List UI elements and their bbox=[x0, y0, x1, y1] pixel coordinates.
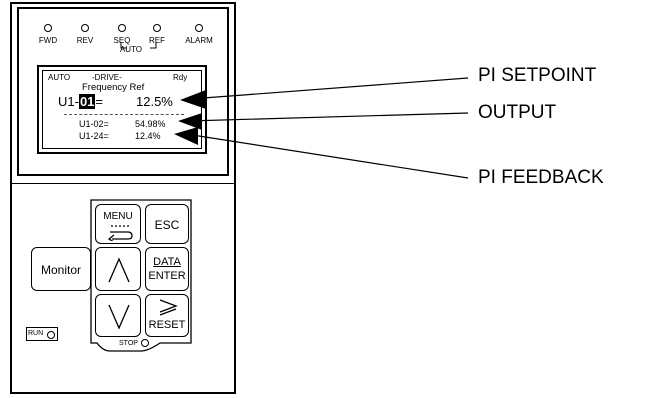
stop-led bbox=[141, 339, 149, 347]
monitor-key-label: Monitor bbox=[40, 263, 81, 277]
output-callout: OUTPUT bbox=[478, 102, 557, 123]
lcd-cursor: 01 bbox=[78, 94, 96, 109]
pi-setpoint-arrowhead bbox=[180, 90, 206, 109]
enter-key-label: ENTER bbox=[148, 270, 186, 282]
lcd-mode: AUTO bbox=[48, 73, 71, 82]
run-key-label: RUN bbox=[28, 330, 44, 337]
menu-key-label: MENU bbox=[103, 211, 133, 222]
pi-setpoint-leader bbox=[189, 77, 469, 100]
data-key-label: DATA bbox=[153, 256, 181, 268]
shift-arrow-icon bbox=[159, 299, 178, 316]
shift-reset-key[interactable]: RESET bbox=[145, 294, 189, 337]
stop-label: STOP bbox=[119, 340, 138, 347]
data-enter-key[interactable]: DATA ENTER bbox=[145, 247, 189, 291]
alarm-led bbox=[195, 24, 203, 32]
return-arrow-icon bbox=[107, 225, 133, 241]
lcd-row3-value: 12.4% bbox=[135, 131, 161, 141]
output-leader bbox=[187, 112, 469, 122]
run-key[interactable]: RUN bbox=[26, 327, 58, 341]
pi-setpoint-callout: PI SETPOINT bbox=[478, 65, 597, 86]
esc-key-label: ESC bbox=[154, 218, 180, 232]
lcd-menu: -DRIVE- bbox=[92, 73, 122, 82]
up-arrow-icon bbox=[108, 257, 130, 283]
monitor-key[interactable]: Monitor bbox=[31, 247, 91, 291]
menu-key[interactable]: MENU bbox=[95, 204, 141, 244]
pi-feedback-callout: PI FEEDBACK bbox=[478, 167, 604, 188]
up-key[interactable] bbox=[95, 247, 141, 291]
auto-label: AUTO bbox=[119, 45, 143, 54]
lcd-status: Rdy bbox=[173, 73, 188, 82]
lcd-title: Frequency Ref bbox=[82, 82, 145, 93]
display-panel bbox=[17, 7, 229, 176]
output-arrowhead bbox=[178, 113, 202, 130]
rev-led bbox=[81, 24, 89, 32]
seq-led bbox=[118, 24, 126, 32]
lcd-row3-param: U1-24= bbox=[79, 131, 109, 141]
lcd-main-value: 12.5% bbox=[136, 94, 173, 109]
lcd-main-param: U1-01= bbox=[58, 94, 104, 109]
pi-feedback-arrowhead bbox=[174, 127, 198, 145]
esc-key[interactable]: ESC bbox=[145, 204, 189, 244]
reset-key-label: RESET bbox=[148, 319, 186, 331]
alarm-led-label: ALARM bbox=[185, 36, 213, 45]
rev-led-label: REV bbox=[76, 36, 94, 45]
ref-led bbox=[153, 24, 161, 32]
pi-feedback-leader bbox=[185, 133, 469, 179]
down-arrow-icon bbox=[108, 304, 130, 330]
lcd-frame bbox=[37, 65, 207, 154]
run-led bbox=[47, 331, 55, 339]
seq-led-label: SEQ bbox=[113, 36, 131, 45]
down-key[interactable] bbox=[95, 294, 141, 337]
ref-led-label: REF bbox=[149, 36, 165, 45]
fwd-led-label: FWD bbox=[38, 36, 58, 45]
fwd-led bbox=[44, 24, 52, 32]
lcd-row2-param: U1-02= bbox=[79, 119, 109, 129]
lcd-row2-value: 54.98% bbox=[135, 119, 166, 129]
lcd-separator bbox=[64, 114, 184, 115]
lcd-screen bbox=[42, 70, 202, 149]
panel-divider bbox=[12, 183, 234, 184]
